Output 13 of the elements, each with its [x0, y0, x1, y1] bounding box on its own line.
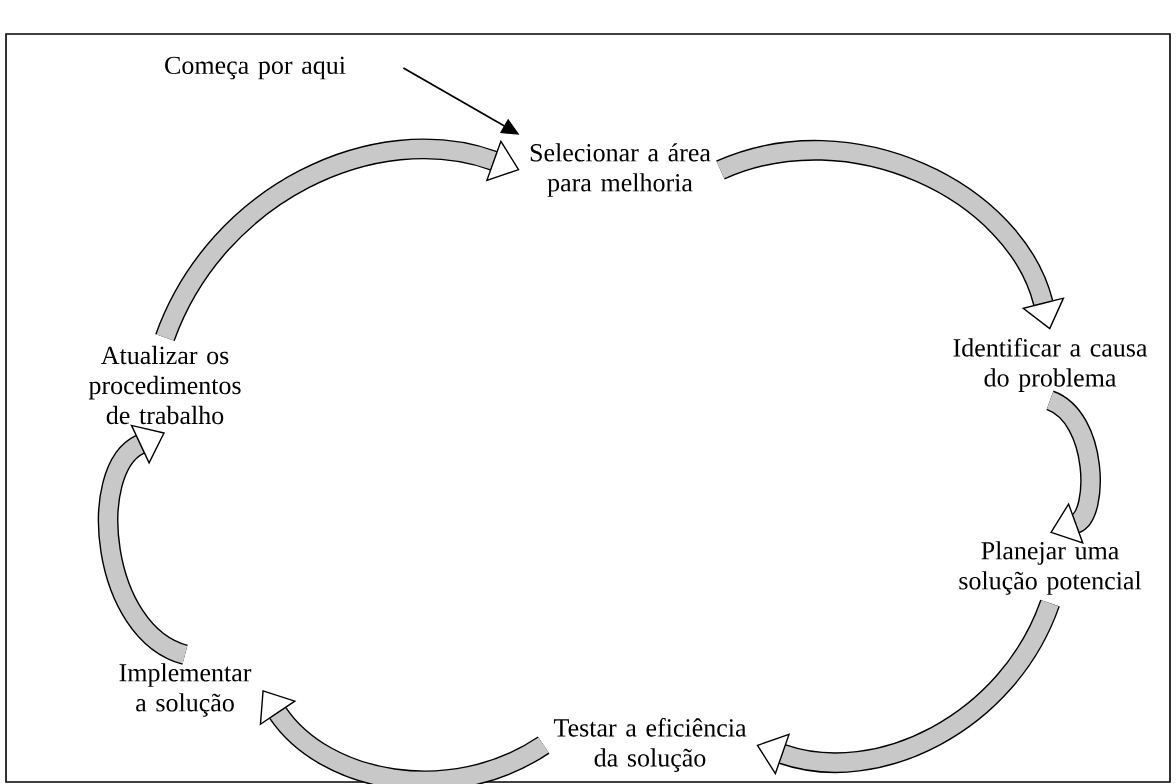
step-label: Identificar a causa do problema: [953, 338, 1148, 392]
curved-block-arrow: [756, 599, 1060, 776]
start-label: Começa por aqui: [165, 56, 346, 80]
step-label: Planejar uma solução potencial: [959, 541, 1142, 595]
step-label: Selecionar a área para melhoria: [530, 143, 711, 197]
step-label: Atualizar os procedimentos de trabalho: [88, 345, 241, 425]
curved-block-arrow: [1045, 391, 1101, 545]
curved-block-arrow: [259, 690, 549, 784]
curved-block-arrow: [716, 140, 1065, 330]
step-label: Implementar a solução: [119, 663, 252, 717]
curved-block-arrow: [155, 138, 520, 342]
curved-block-arrow: [97, 424, 190, 665]
step-label: Testar a eficiência da solução: [553, 718, 747, 772]
